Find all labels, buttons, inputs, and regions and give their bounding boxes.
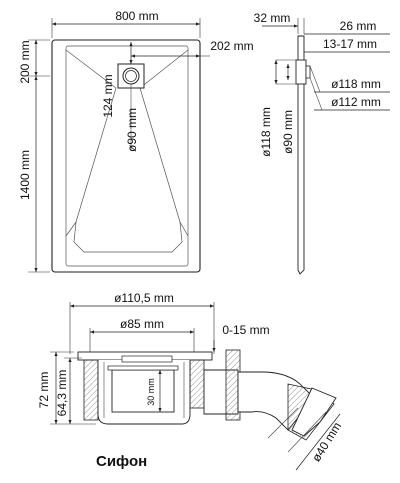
siphon-drawing: ø110,5 mm ø85 mm 0-15 mm 30 mm ø40 mm bbox=[37, 291, 344, 471]
slab-profile bbox=[297, 35, 305, 275]
tray-width-label: 800 mm bbox=[115, 9, 158, 23]
rim-thickness-label: 26 mm bbox=[340, 19, 377, 33]
water-trap-cup bbox=[111, 369, 175, 413]
vertical-inner-label: ø90 mm bbox=[281, 110, 295, 154]
tray-depth-label: 1400 mm bbox=[18, 150, 32, 200]
height-inner-label: 64,3 mm bbox=[55, 370, 69, 417]
height-total-label: 72 mm bbox=[37, 372, 51, 409]
tray-plan-view: 800 mm 200 mm 1400 mm 202 mm 124 mm ø90 … bbox=[18, 9, 254, 273]
profile-thickness-label: 32 mm bbox=[254, 11, 291, 25]
drain-inner-offset-label: 124 mm bbox=[101, 74, 115, 117]
tray-slope-facets bbox=[73, 87, 183, 253]
tray-inner-rim bbox=[65, 45, 189, 267]
adjust-range-label: 0-15 mm bbox=[222, 323, 269, 337]
drain-offset-y-label: 200 mm bbox=[18, 40, 32, 83]
vertical-outer-label: ø118 mm bbox=[259, 107, 273, 157]
drain-diameter-label: ø90 mm bbox=[125, 108, 139, 152]
drain-depth-label: 13-17 mm bbox=[323, 37, 377, 51]
water-seal-label: 30 mm bbox=[146, 378, 156, 406]
drain-body-section bbox=[295, 59, 307, 85]
outlet-nut bbox=[291, 387, 337, 437]
flange-diameter-label: ø110,5 mm bbox=[114, 291, 174, 305]
outer-diameter-label: ø118 mm bbox=[331, 77, 381, 91]
drain-offset-x-label: 202 mm bbox=[210, 39, 253, 53]
tray-side-section: 32 mm 26 mm 13-17 mm ø118 mm ø112 mm ø11… bbox=[254, 11, 390, 275]
tray-outline bbox=[51, 39, 201, 273]
body-diameter-label: ø85 mm bbox=[120, 317, 164, 331]
inner-diameter-label: ø112 mm bbox=[331, 95, 381, 109]
siphon-title: Сифон bbox=[96, 453, 147, 470]
